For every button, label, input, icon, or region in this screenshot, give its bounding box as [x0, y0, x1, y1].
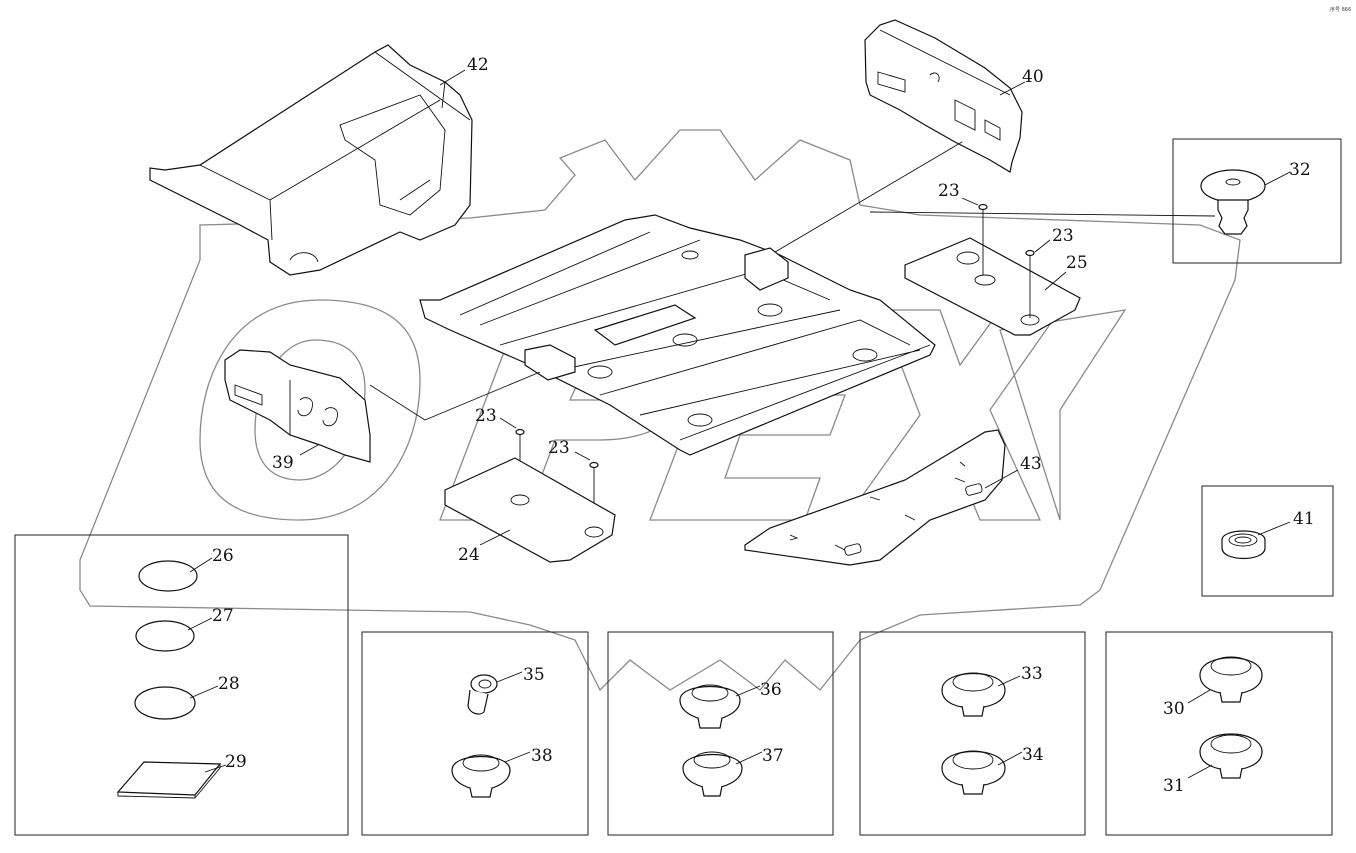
part-33-plug [941, 672, 1006, 717]
callout-38: 38 [531, 746, 553, 766]
leader-27 [187, 617, 213, 631]
callout-28: 28 [218, 674, 240, 694]
callout-23-b: 23 [1052, 226, 1074, 246]
box-parts-35-38 [361, 631, 589, 836]
callout-23-d: 23 [548, 438, 570, 458]
parts-26-29-pads [116, 560, 222, 799]
leader-39-link [369, 384, 426, 421]
leader-32-link [869, 211, 1216, 217]
leader-35 [496, 671, 523, 683]
box-part-32 [1172, 138, 1342, 264]
leader-34 [997, 751, 1023, 766]
leader-39 [299, 444, 319, 456]
leader-37 [735, 751, 763, 765]
part-39-side-panel [224, 349, 371, 463]
callout-26: 26 [212, 546, 234, 566]
leader-41 [1257, 521, 1291, 536]
callout-41: 41 [1293, 509, 1315, 529]
box-parts-36-37 [607, 631, 834, 836]
leader-38 [504, 751, 531, 763]
leader-29 [204, 764, 227, 773]
part-36-plug [679, 684, 741, 729]
part-37-plug [682, 751, 743, 797]
leader-40-to-frame [769, 141, 963, 256]
callout-40: 40 [1022, 67, 1044, 87]
callout-34: 34 [1022, 745, 1044, 765]
leader-28 [189, 685, 219, 699]
leader-43 [984, 469, 1019, 489]
part-38-plug [451, 754, 511, 798]
leader-33 [997, 675, 1021, 687]
callout-37: 37 [762, 746, 784, 766]
part-34-plug [941, 750, 1006, 795]
part-42-front-floor-panel [149, 44, 473, 276]
part-41-grommet [1221, 530, 1266, 559]
callout-29: 29 [225, 752, 247, 772]
callout-42: 42 [467, 55, 489, 75]
part-24-floor-plate [444, 457, 616, 563]
part-32-plug [1200, 169, 1266, 235]
callout-23-a: 23 [938, 181, 960, 201]
part-40-rear-partition [864, 19, 1023, 173]
corner-mark: 序号 866 [1330, 6, 1351, 13]
callout-24: 24 [458, 545, 480, 565]
leader-32 [1264, 171, 1291, 186]
box-parts-26-29 [14, 534, 349, 836]
box-parts-30-31 [1105, 631, 1333, 836]
callout-27: 27 [212, 606, 234, 626]
callout-43: 43 [1020, 454, 1042, 474]
box-parts-33-34 [859, 631, 1086, 836]
leader-24 [479, 529, 511, 546]
box-part-41 [1201, 485, 1334, 597]
watermark-gear-outline [79, 129, 1241, 692]
callout-23-c: 23 [475, 406, 497, 426]
callout-32: 32 [1289, 160, 1311, 180]
leader-39-to-frame [424, 371, 541, 421]
callout-33: 33 [1021, 664, 1043, 684]
part-35-plug [467, 674, 498, 715]
callout-30: 30 [1163, 699, 1185, 719]
part-25-floor-plate [904, 237, 1081, 336]
leader-25 [1044, 271, 1067, 291]
leader-31 [1187, 764, 1213, 779]
callout-25: 25 [1066, 253, 1088, 273]
callout-36: 36 [760, 680, 782, 700]
callout-39: 39 [272, 453, 294, 473]
part-43-floor-plate [744, 429, 1006, 566]
leader-26 [189, 557, 213, 573]
part-30-plug [1199, 656, 1263, 703]
part-floor-frame [419, 214, 936, 456]
part-31-plug [1199, 733, 1263, 779]
leader-36 [735, 685, 761, 697]
leader-42 [439, 69, 466, 86]
leader-40 [999, 81, 1026, 96]
leader-30 [1187, 689, 1211, 704]
callout-35: 35 [523, 665, 545, 685]
callout-31: 31 [1163, 776, 1185, 796]
